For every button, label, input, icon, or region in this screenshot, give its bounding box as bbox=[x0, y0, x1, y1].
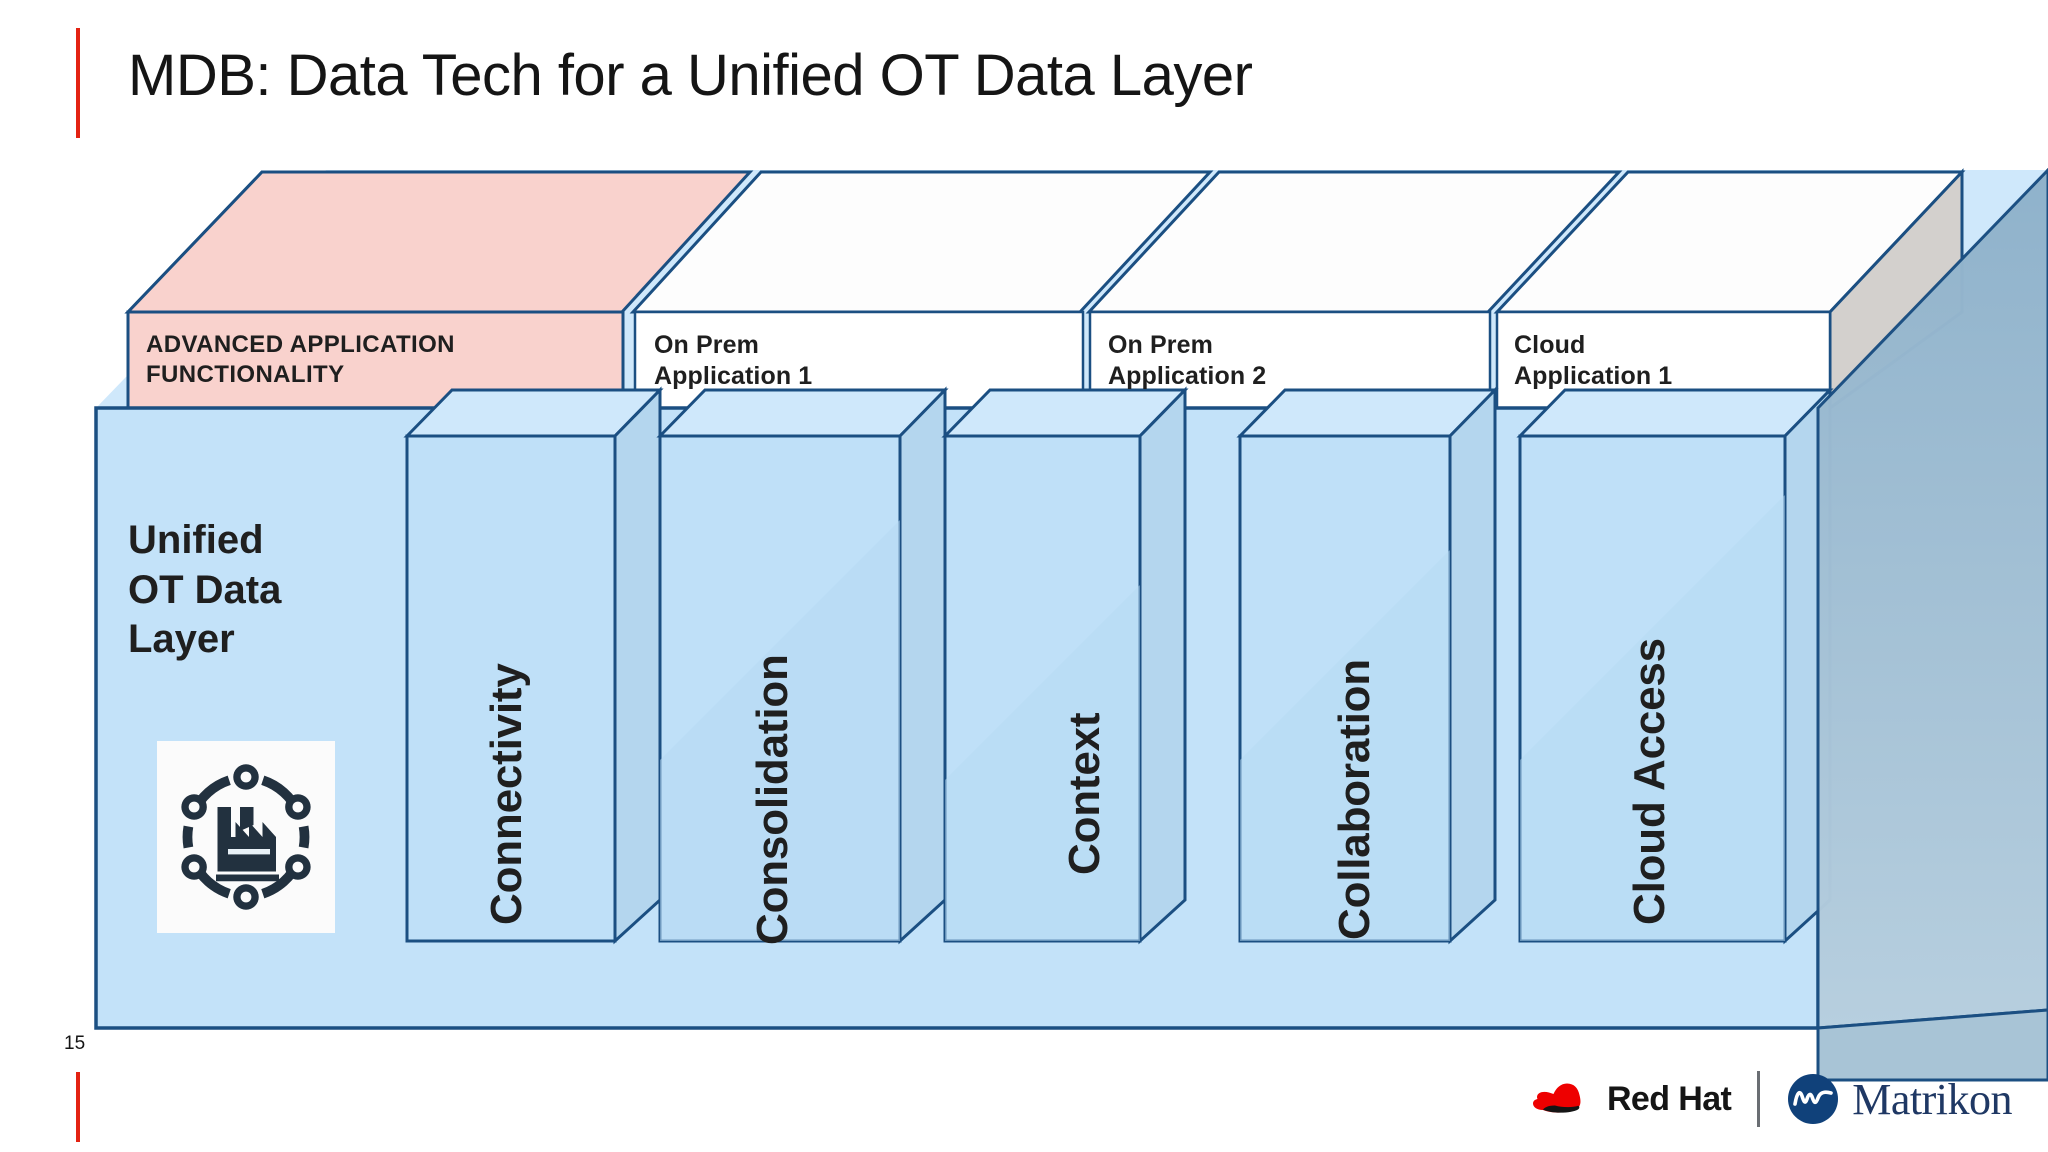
pillar-label-cloud-access: Cloud Access bbox=[1625, 638, 1674, 925]
red-hat-fedora-icon bbox=[1532, 1083, 1581, 1113]
accent-bar-bottom bbox=[76, 1072, 80, 1142]
footer-logos: Red Hat Matrikon bbox=[1531, 1068, 2012, 1130]
logo-divider bbox=[1757, 1071, 1761, 1127]
pillar-label-collaboration: Collaboration bbox=[1330, 659, 1379, 940]
pillar-label-context: Context bbox=[1060, 712, 1109, 875]
pillar-connectivity[interactable] bbox=[403, 386, 664, 945]
page-title: MDB: Data Tech for a Unified OT Data Lay… bbox=[128, 43, 1253, 108]
pillar-context[interactable] bbox=[941, 386, 1189, 945]
page-number: 15 bbox=[64, 1033, 86, 1054]
pillar-collaboration[interactable] bbox=[1236, 386, 1499, 945]
accent-bar-top bbox=[76, 28, 80, 138]
app-row-overlap-mask bbox=[124, 168, 1966, 411]
factory-network-icon bbox=[181, 764, 311, 910]
unified-data-layer-title: Unified OT Data Layer bbox=[128, 518, 282, 662]
pillar-cloud-access[interactable] bbox=[1516, 386, 1834, 945]
matrikon-logo: Matrikon bbox=[1786, 1072, 2012, 1126]
red-hat-wordmark: Red Hat bbox=[1606, 1079, 1732, 1118]
pillar-label-connectivity: Connectivity bbox=[482, 663, 531, 925]
matrikon-mark-icon bbox=[1788, 1074, 1839, 1124]
factory-network-icon-tile bbox=[157, 741, 335, 933]
red-hat-logo: Red Hat bbox=[1531, 1076, 1732, 1122]
matrikon-wordmark: Matrikon bbox=[1852, 1074, 2012, 1124]
pillar-consolidation[interactable] bbox=[656, 386, 949, 945]
pillar-label-consolidation: Consolidation bbox=[748, 654, 797, 945]
slab-right-side-front bbox=[1816, 167, 2048, 1082]
